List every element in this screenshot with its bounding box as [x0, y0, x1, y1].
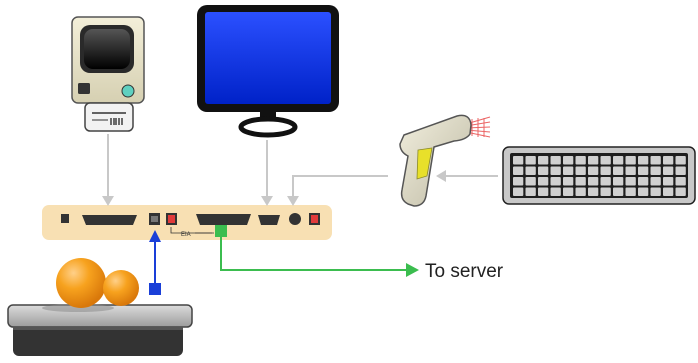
keyboard-key — [538, 156, 549, 165]
keyboard-key — [613, 166, 624, 175]
keyboard-key — [588, 177, 599, 186]
connection-panel: EIA — [42, 205, 332, 240]
keyboard-key — [675, 177, 686, 186]
keyboard-key — [513, 187, 524, 196]
scale-connection-arrow — [149, 230, 161, 295]
keyboard-key — [588, 156, 599, 165]
keyboard-key — [600, 187, 611, 196]
keyboard-key — [550, 166, 561, 175]
keyboard-key — [550, 187, 561, 196]
serial-port-2 — [196, 214, 251, 225]
keyboard-key — [638, 177, 649, 186]
monitor-icon — [197, 5, 339, 138]
keyboard-key — [625, 156, 636, 165]
ps2-port — [289, 213, 301, 225]
keyboard-key — [613, 156, 624, 165]
keyboard-key — [550, 156, 561, 165]
keyboard-key — [650, 166, 661, 175]
keyboard-key — [538, 187, 549, 196]
keyboard-key — [613, 177, 624, 186]
server-connection-arrow — [215, 225, 419, 277]
keyboard-key — [650, 156, 661, 165]
keyboard-key — [513, 166, 524, 175]
keyboard-key — [663, 156, 674, 165]
keyboard-key — [613, 187, 624, 196]
fruit-icon — [56, 258, 139, 308]
keyboard-key — [525, 156, 536, 165]
keyboard-key — [525, 187, 536, 196]
keyboard-key — [563, 166, 574, 175]
keyboard-key — [663, 187, 674, 196]
barcode-scanner-icon — [399, 114, 491, 207]
keyboard-key — [650, 177, 661, 186]
keyboard-key — [525, 166, 536, 175]
keyboard-key — [563, 156, 574, 165]
keyboard-key — [575, 166, 586, 175]
keyboard-key — [600, 177, 611, 186]
server-label: To server — [425, 261, 504, 282]
keyboard-key — [675, 166, 686, 175]
keyboard-key — [675, 156, 686, 165]
keyboard-key — [538, 166, 549, 175]
keyboard-key — [525, 177, 536, 186]
keyboard-key — [575, 177, 586, 186]
keyboard-key — [638, 166, 649, 175]
keyboard-key — [625, 177, 636, 186]
keyboard-key — [638, 187, 649, 196]
keyboard-key — [600, 156, 611, 165]
keyboard-key — [550, 177, 561, 186]
keyboard-key — [638, 156, 649, 165]
scale-icon — [7, 304, 193, 356]
keyboard-key — [625, 166, 636, 175]
keyboard-key — [563, 177, 574, 186]
vga-port — [258, 215, 280, 225]
keyboard-key — [575, 187, 586, 196]
terminal-icon — [71, 16, 145, 104]
keyboard-key — [600, 166, 611, 175]
printer-icon — [84, 102, 134, 132]
serial-port-1 — [82, 215, 137, 225]
keyboard-key — [575, 156, 586, 165]
keyboard-key — [625, 187, 636, 196]
keyboard-key — [513, 156, 524, 165]
keyboard-key — [663, 177, 674, 186]
gray-arrows — [102, 134, 498, 206]
keyboard-key — [663, 166, 674, 175]
keyboard-key — [513, 177, 524, 186]
keyboard-key — [675, 187, 686, 196]
port-small — [61, 214, 69, 223]
eia-label: EIA — [181, 232, 191, 238]
keyboard-key — [538, 177, 549, 186]
keyboard-icon — [502, 146, 696, 205]
keyboard-key — [588, 166, 599, 175]
keyboard-key — [563, 187, 574, 196]
keyboard-key — [588, 187, 599, 196]
keyboard-key — [650, 187, 661, 196]
